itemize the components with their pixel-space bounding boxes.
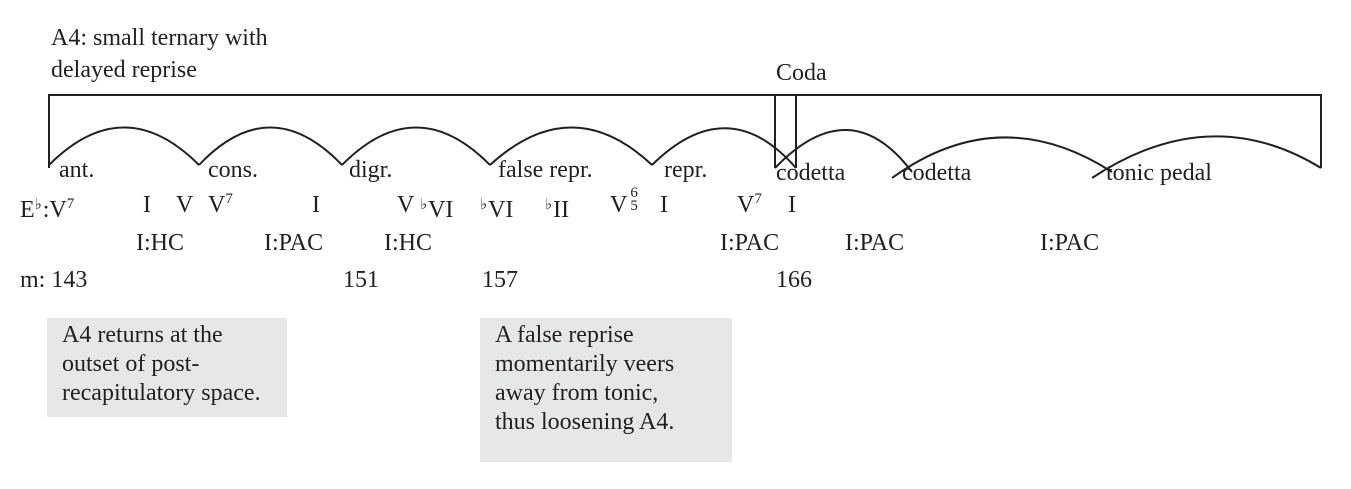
cadence-label: I:PAC bbox=[1040, 230, 1100, 256]
harmony-V: V bbox=[397, 192, 415, 218]
measure-number-151: 151 bbox=[343, 267, 379, 293]
phrase-arc-repr bbox=[651, 127, 797, 169]
harmony-I: I bbox=[143, 192, 151, 218]
cadence-label: I:HC bbox=[384, 230, 432, 256]
harmony-key-eflat-v7: E♭:V7 bbox=[20, 196, 75, 224]
phrase-arc-tonic-pedal bbox=[1091, 135, 1322, 179]
harmony-V7: V7 bbox=[208, 191, 233, 219]
phrase-arc-cons bbox=[198, 126, 343, 166]
annotation-line: outset of post- bbox=[62, 351, 200, 377]
phrase-arc-false-repr bbox=[489, 126, 653, 166]
coda-label: Coda bbox=[776, 60, 827, 86]
cadence-label: I:PAC bbox=[845, 230, 905, 256]
annotation-note-1: A4 returns at the outset of post- recapi… bbox=[47, 318, 287, 417]
measure-number-166: 166 bbox=[776, 267, 812, 293]
phrase-arc-digr bbox=[341, 126, 491, 166]
phrase-arc-codetta-2 bbox=[891, 136, 1113, 179]
phrase-label-codetta-1: codetta bbox=[776, 160, 846, 186]
phrase-label-codetta-2: codetta bbox=[902, 160, 972, 186]
section-title-line1: A4: small ternary with bbox=[51, 25, 268, 51]
cadence-label: I:PAC bbox=[264, 230, 324, 256]
phrase-label-tonic-pedal: tonic pedal bbox=[1106, 160, 1212, 186]
section-title-line2: delayed reprise bbox=[51, 57, 197, 83]
harmony-V7: V7 bbox=[737, 191, 762, 219]
measure-number-143: m: 143 bbox=[20, 267, 88, 293]
measure-number-157: 157 bbox=[482, 267, 518, 293]
harmony-I: I bbox=[312, 192, 320, 218]
cadence-label: I:HC bbox=[136, 230, 184, 256]
phrase-arc-ant bbox=[48, 126, 200, 166]
phrase-label-digr: digr. bbox=[349, 157, 393, 183]
cadence-label: I:PAC bbox=[720, 230, 780, 256]
section-bracket-a4 bbox=[48, 94, 1322, 168]
phrase-label-false-repr: false repr. bbox=[498, 157, 593, 183]
harmony-flat-II: ♭II bbox=[545, 197, 570, 223]
harmony-flat-VI: ♭VI bbox=[420, 197, 454, 223]
annotation-line: momentarily veers bbox=[495, 351, 675, 377]
phrase-label-ant: ant. bbox=[59, 157, 95, 183]
phrase-arc-codetta-1 bbox=[774, 129, 913, 173]
harmony-I: I bbox=[660, 192, 668, 218]
annotation-note-2: A false reprise momentarily veers away f… bbox=[480, 318, 732, 462]
harmony-V: V bbox=[176, 192, 194, 218]
annotation-line: recapitulatory space. bbox=[62, 380, 261, 406]
annotation-line: away from tonic, bbox=[495, 380, 659, 406]
harmony-flat-VI: ♭VI bbox=[480, 197, 514, 223]
phrase-label-cons: cons. bbox=[208, 157, 258, 183]
harmony-I: I bbox=[788, 192, 796, 218]
annotation-line: A4 returns at the bbox=[62, 322, 223, 348]
phrase-label-repr: repr. bbox=[664, 157, 708, 183]
annotation-line: A false reprise bbox=[495, 322, 634, 348]
annotation-line: thus loosening A4. bbox=[495, 409, 675, 435]
